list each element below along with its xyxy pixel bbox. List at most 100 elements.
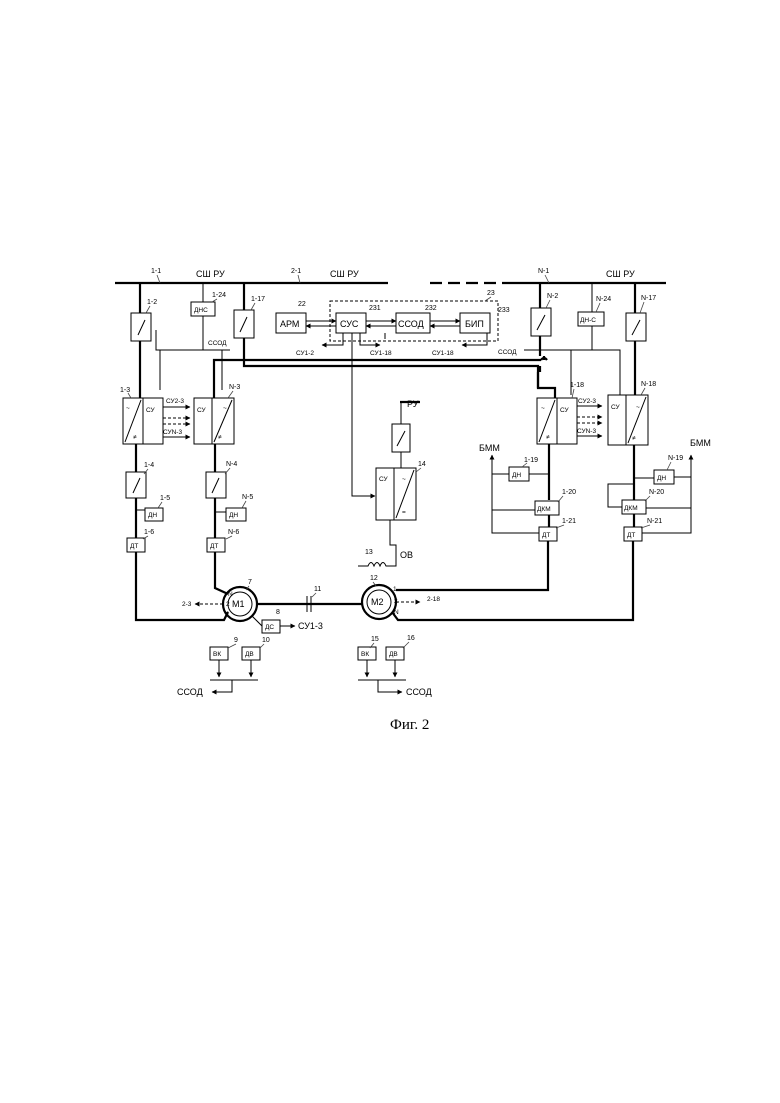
busbars: СШ РУ СШ РУ СШ РУ 1-1 2-1 N-1 [115, 268, 666, 283]
dt-label-n-6: ДТ [210, 543, 218, 550]
ref-n-6: N-6 [228, 529, 239, 536]
su-label-n-3: СУ [197, 407, 206, 414]
dn-label-1-5: ДН [148, 512, 157, 519]
svg-text:≠: ≠ [218, 434, 222, 441]
dkm-label-1-20: ДКМ [537, 506, 551, 513]
svg-text:~: ~ [636, 404, 640, 411]
section-1-lower-chain: 1-4 ДН 1-5 ДТ 1-6 [126, 444, 228, 620]
ref-1-20: 1-20 [562, 489, 576, 496]
ref-7: 7 [248, 579, 252, 586]
dt-label-1-21: ДТ [542, 532, 550, 539]
ref-233: 233 [498, 307, 510, 314]
converter-n-18: СУ ~ ≠ N-18 [608, 381, 656, 445]
signal-ssod-left: ССОД [208, 340, 227, 347]
ref-23: 23 [487, 290, 495, 297]
machine-m2: М2 12 1 2 N 2-18 [362, 575, 440, 619]
ssod-box-label: ССОД [398, 319, 424, 329]
svg-text:≠: ≠ [632, 435, 636, 442]
svg-text:~: ~ [126, 405, 130, 412]
ref-9: 9 [234, 637, 238, 644]
ref-1-19: 1-19 [524, 457, 538, 464]
sus-label: СУС [340, 319, 359, 329]
signal-su1-3: СУ1-3 [298, 621, 323, 631]
ds-label: ДС [265, 624, 274, 631]
ref-1-21: 1-21 [562, 518, 576, 525]
ref-22: 22 [298, 301, 306, 308]
ref-15: 15 [371, 636, 379, 643]
signal-su2-3-left: СУ2-3 [166, 398, 184, 405]
m2-label: М2 [371, 597, 384, 607]
ref-1-17: 1-17 [251, 296, 265, 303]
shaft-coupling: 11 [257, 586, 362, 612]
su-label-n-18: СУ [611, 404, 620, 411]
dv-label-16: ДВ [389, 651, 398, 658]
ref-1-6: 1-6 [144, 529, 154, 536]
converter-1-3: ~ ≠ СУ 1-3 СУ2-3 СУN-3 [120, 387, 190, 444]
arm-label: АРМ [280, 319, 299, 329]
signal-sun-3-left: СУN-3 [163, 429, 182, 436]
ref-12: 12 [370, 575, 378, 582]
busbar-label-middle: СШ РУ [330, 269, 359, 279]
dns-label: ДНС [194, 307, 208, 314]
ref-231: 231 [369, 305, 381, 312]
vk-label-15: ВК [361, 651, 369, 658]
ref-1-1: 1-1 [151, 268, 161, 275]
dt-label-n-21: ДТ [627, 532, 635, 539]
switch-1-4 [126, 472, 146, 498]
bmm-label-left: БММ [479, 443, 500, 453]
signal-ssod-m1: ССОД [177, 687, 203, 697]
svg-text:=: = [402, 509, 406, 516]
ref-n-20: N-20 [649, 489, 664, 496]
ref-1-3: 1-3 [120, 387, 130, 394]
signal-sun-3-right: СУN-3 [577, 428, 596, 435]
m1-pin-n: N [228, 591, 233, 598]
dt-label-1-6: ДТ [130, 543, 138, 550]
ref-16: 16 [407, 635, 415, 642]
section-n-supply: N-2 ДН-С N-24 ССОД N-17 [498, 283, 656, 398]
svg-text:≠: ≠ [546, 434, 550, 441]
ref-13: 13 [365, 549, 373, 556]
ref-n-5: N-5 [242, 494, 253, 501]
ref-n-21: N-21 [647, 518, 662, 525]
dn-label-n-19: ДН [657, 475, 666, 482]
su-label-1-18: СУ [560, 407, 569, 414]
ref-n-19: N-19 [668, 455, 683, 462]
section-n-lower-chain-left: N-4 ДН N-5 ДТ N-6 [206, 444, 253, 594]
signal-su1-18-b: СУ1-18 [432, 350, 454, 357]
ref-n-2: N-2 [547, 293, 558, 300]
ref-n-24: N-24 [596, 296, 611, 303]
dn-label-1-19: ДН [512, 472, 521, 479]
dn-label-n-5: ДН [229, 512, 238, 519]
machine-m1: М1 7 N 2 1 2-3 ДС 8 СУ1-3 [182, 579, 323, 633]
ref-1-24: 1-24 [212, 292, 226, 299]
bip-label: БИП [465, 319, 484, 329]
vk-label-9: ВК [213, 651, 221, 658]
ru-label: РУ [407, 399, 419, 409]
svg-text:~: ~ [402, 476, 406, 483]
switch-1-2 [131, 313, 151, 341]
ref-n-3: N-3 [229, 384, 240, 391]
signal-ssod-right: ССОД [498, 349, 517, 356]
excitation-converter-14: РУ СУ ~ = 14 13 ОВ [358, 399, 426, 566]
dn-s-label: ДН-С [580, 317, 596, 324]
ov-label: ОВ [400, 550, 413, 560]
m1-sensors: ВК 9 ДВ 10 ССОД [177, 637, 270, 697]
ref-11: 11 [314, 586, 321, 593]
ref-14: 14 [418, 461, 426, 468]
signal-ssod-m2: ССОД [406, 687, 432, 697]
m1-pin-1: 1 [226, 611, 230, 618]
control-block-23: 23 АРМ 22 СУС 231 ССОД 232 БИП 233 СУ1-2… [276, 290, 510, 496]
ref-1-5: 1-5 [160, 495, 170, 502]
dv-label-10: ДВ [245, 651, 254, 658]
ref-1-18: 1-18 [570, 382, 584, 389]
m1-label: М1 [232, 599, 245, 609]
ref-8: 8 [276, 609, 280, 616]
svg-text:≠: ≠ [133, 434, 137, 441]
figure-caption: Фиг. 2 [390, 717, 429, 733]
signal-su1-18-a: СУ1-18 [370, 350, 392, 357]
su-label-1-3: СУ [146, 407, 155, 414]
converter-1-18: ~ ≠ СУ 1-18 СУ2-3 СУN-3 [537, 382, 602, 444]
converter-n-3: СУ ~ ≠ N-3 [194, 384, 240, 444]
